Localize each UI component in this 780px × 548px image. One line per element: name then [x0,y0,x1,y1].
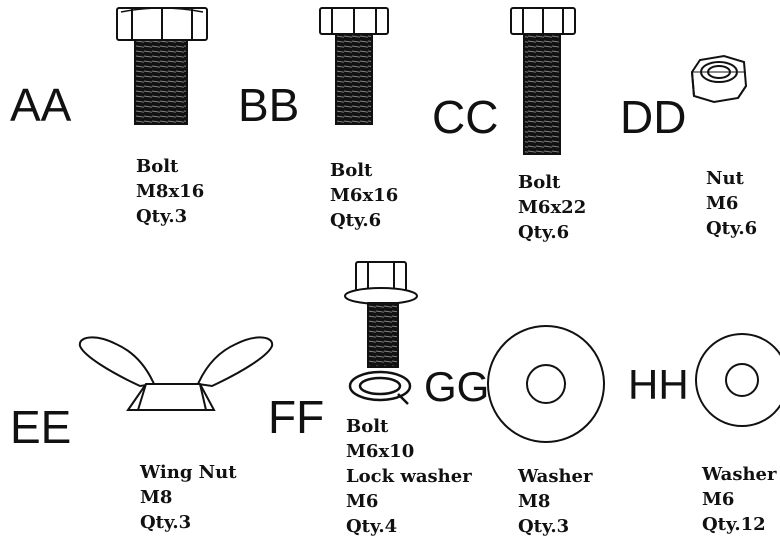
wing-nut-ee-icon [78,336,274,411]
washer-hh-icon [695,333,780,427]
part-qty: Qty.6 [706,218,758,239]
part-type: Bolt [518,172,561,193]
part-qty: Qty.6 [330,210,382,231]
part-size: M6 [702,489,735,510]
hex-nut-dd-icon [690,54,748,104]
part-type: Bolt [346,416,389,437]
part-spec-hh: Washer M6 Qty.12 [702,462,776,537]
part-qty: Qty.3 [140,512,192,533]
part-size: M8 [518,491,551,512]
part-qty: Qty.12 [702,514,766,535]
part-code-gg: GG [424,363,490,410]
part-type: Bolt [330,160,373,181]
part-spec-aa: Bolt M8x16 Qty.3 [136,154,204,229]
part-type: Wing Nut [140,462,237,483]
flange-bolt-ff-icon [344,261,418,368]
part-size: M6x10 [346,441,415,462]
part-qty: Qty.3 [136,206,188,227]
part-type: Nut [706,168,744,189]
part-code-ff: FF [268,391,325,443]
bolt-aa-icon [116,7,208,125]
part-qty: Qty.3 [518,516,570,537]
part-type-secondary: Lock washer [346,466,472,487]
part-code-ee: EE [10,401,72,453]
part-code-hh: HH [628,361,689,408]
bolt-bb-icon [319,7,389,125]
part-size: M6x22 [518,197,587,218]
washer-gg-icon [487,325,605,443]
part-type: Washer [518,466,593,487]
part-type: Bolt [136,156,179,177]
part-spec-bb: Bolt M6x16 Qty.6 [330,158,398,233]
part-spec-dd: Nut M6 Qty.6 [706,166,757,241]
part-code-dd: DD [620,91,687,143]
part-size: M6 [706,193,739,214]
lock-washer-ff-icon [348,370,412,405]
part-type: Washer [702,464,777,485]
part-code-aa: AA [10,79,72,131]
part-size: M8 [140,487,173,508]
part-code-cc: CC [432,91,499,143]
part-size: M8x16 [136,181,205,202]
bolt-cc-icon [510,7,576,155]
part-spec-gg: Washer M8 Qty.3 [518,464,592,539]
part-spec-ee: Wing Nut M8 Qty.3 [140,460,237,535]
part-code-bb: BB [238,79,300,131]
part-qty: Qty.6 [518,222,570,243]
part-size: M6x16 [330,185,399,206]
part-spec-cc: Bolt M6x22 Qty.6 [518,170,586,245]
part-spec-ff: Bolt M6x10 Lock washer M6 Qty.4 [346,414,472,539]
part-qty: Qty.4 [346,516,398,537]
part-size-secondary: M6 [346,491,379,512]
